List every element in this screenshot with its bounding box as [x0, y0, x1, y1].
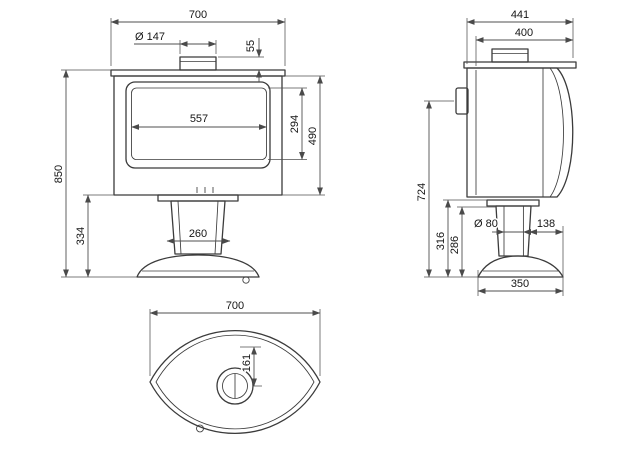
dim-side-air-inlet-height: 286	[448, 206, 496, 278]
front-pedestal-neck	[157, 194, 239, 202]
dim-front-pedestal-height: 334	[74, 194, 114, 278]
dim-front-overall-width: 700	[110, 8, 286, 66]
dim-front-overall-height: 850	[52, 69, 137, 278]
front-glass-width-label: 557	[190, 113, 208, 125]
front-view	[110, 56, 286, 284]
side-base	[477, 255, 564, 278]
front-base	[136, 254, 260, 278]
side-rear-flue-outlet	[455, 87, 469, 115]
side-dimensions: 441 400 724 316 286	[415, 8, 574, 296]
dim-side-inlet-to-front: 138	[529, 217, 564, 296]
front-door-frame	[125, 81, 271, 169]
front-body	[113, 75, 283, 196]
front-glass-height-label: 294	[289, 115, 301, 133]
side-pedestal-neck	[486, 199, 540, 207]
side-view	[455, 48, 577, 278]
front-glass	[131, 87, 267, 160]
side-rear-flue-height-label: 724	[416, 183, 428, 201]
side-body-depth-label: 400	[515, 27, 533, 39]
dim-front-flue-diameter: Ø 147	[134, 30, 217, 54]
front-body-height-label: 490	[307, 127, 319, 145]
front-door-latch-ticks	[196, 187, 214, 193]
front-flue-collar	[179, 56, 217, 71]
front-column-width-label: 260	[189, 228, 207, 240]
side-flue-collar	[491, 48, 529, 63]
dim-side-overall-depth: 441	[466, 8, 574, 64]
dim-side-rear-flue-height: 724	[415, 100, 478, 278]
top-overall-width-label: 700	[226, 300, 244, 312]
dim-front-collar-height: 55	[218, 38, 264, 82]
side-inlet-to-front-label: 138	[537, 218, 555, 230]
front-damper-knob	[242, 276, 250, 284]
front-pedestal-column-lines	[177, 200, 219, 255]
front-overall-width-label: 700	[189, 9, 207, 21]
dim-front-glass-width: 557	[131, 112, 267, 130]
dim-side-underside-height: 316	[434, 199, 487, 278]
top-body-inner-line	[155, 334, 315, 430]
front-pedestal-height-label: 334	[75, 227, 87, 245]
dim-side-body-depth: 400	[475, 26, 574, 66]
side-air-inlet-height-label: 286	[449, 236, 461, 254]
side-top-plate	[463, 61, 577, 69]
top-view	[149, 329, 321, 435]
side-overall-depth-label: 441	[511, 9, 529, 21]
dim-front-body-height: 490	[282, 75, 325, 196]
side-underside-height-label: 316	[435, 232, 447, 250]
top-knob	[196, 424, 204, 433]
side-air-inlet-diameter-label: Ø 80	[474, 218, 498, 230]
side-air-duct-lines	[503, 206, 524, 256]
dim-top-flue-offset: 161	[240, 346, 262, 387]
front-collar-height-label: 55	[245, 40, 257, 52]
side-pedestal-column	[495, 205, 532, 257]
dim-top-overall-width: 700	[149, 299, 321, 376]
front-pedestal-column	[170, 200, 226, 255]
top-body-outline	[149, 329, 321, 435]
front-dimensions: 700 Ø 147 55 557 294	[52, 8, 325, 278]
dim-front-glass-height: 294	[268, 87, 307, 160]
dim-front-column-width: 260	[166, 227, 231, 244]
dim-side-base-depth: 350	[477, 270, 564, 296]
side-base-depth-label: 350	[511, 278, 529, 290]
front-overall-height-label: 850	[53, 165, 65, 183]
top-view-dimensions: 700 161	[149, 299, 321, 387]
front-flue-diameter-label: Ø 147	[135, 31, 165, 43]
side-body	[466, 67, 574, 198]
side-door-inner-curve	[549, 67, 564, 198]
dim-side-air-inlet-diameter: Ø 80	[473, 217, 533, 235]
top-flue-offset-label: 161	[241, 354, 253, 372]
